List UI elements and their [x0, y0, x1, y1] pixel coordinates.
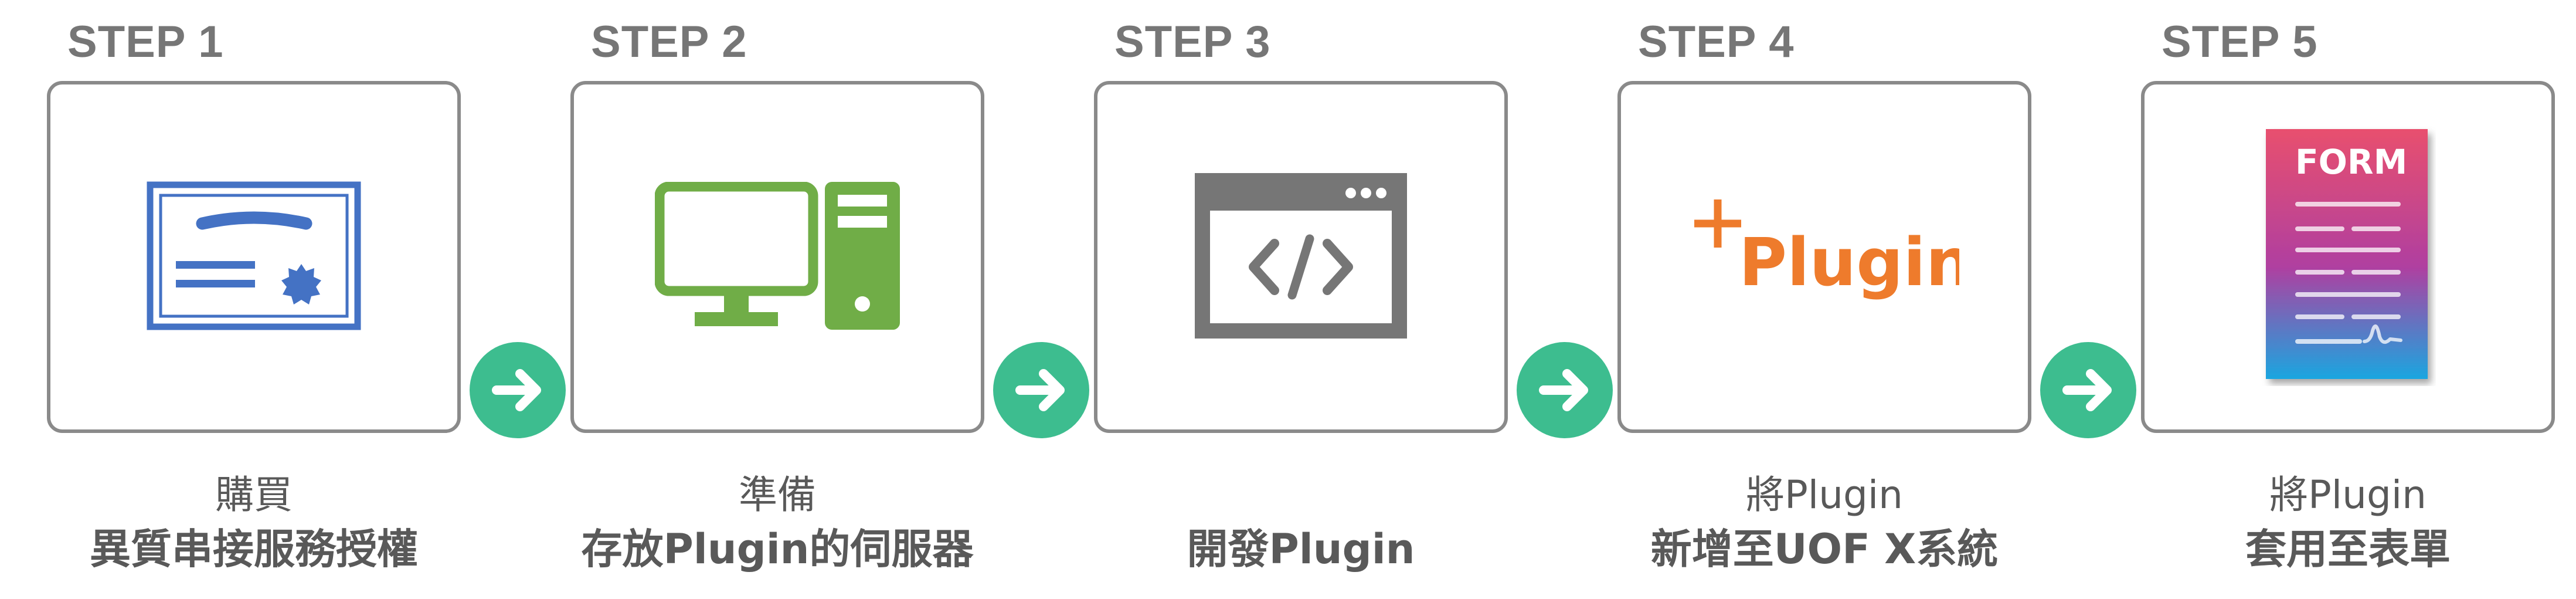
- arrow-right-icon: [470, 342, 566, 438]
- step-caption-action: 購買: [215, 472, 293, 517]
- step-4: STEP 4 Plugin 將Plugin 新增至UOF X系統: [1617, 0, 2040, 599]
- step-caption-detail: 新增至UOF X系統: [1650, 525, 1999, 573]
- step-caption-detail: 套用至表單: [2245, 525, 2451, 573]
- step-card: Plugin: [1617, 81, 2031, 433]
- step-title: STEP 3: [1114, 17, 1271, 67]
- step-title: STEP 2: [591, 17, 747, 67]
- step-caption-action: 將Plugin: [1745, 472, 1904, 517]
- step-5: STEP 5 FORM: [2141, 0, 2563, 599]
- step-3: STEP 3 開發Plugin: [1094, 0, 1516, 599]
- add-plugin-icon: Plugin: [1690, 197, 1973, 317]
- step-caption-action: 準備: [739, 472, 816, 517]
- step-2: STEP 2 準備 存放Plugin的伺服器: [570, 0, 993, 599]
- code-window-icon: [1195, 173, 1407, 341]
- arrow-right-icon: [1517, 342, 1613, 438]
- step-card: [1094, 81, 1508, 433]
- step-title: STEP 5: [2162, 17, 2318, 67]
- step-caption-detail: 開發Plugin: [1187, 525, 1415, 573]
- step-title: STEP 4: [1638, 17, 1795, 67]
- step-title: STEP 1: [67, 17, 224, 67]
- certificate-icon: [147, 181, 361, 333]
- desktop-computer-icon: [654, 181, 900, 332]
- step-caption-detail: 存放Plugin的伺服器: [581, 525, 974, 573]
- step-card: FORM: [2141, 81, 2555, 433]
- arrow-right-icon: [993, 342, 1089, 438]
- form-document-icon: FORM: [2260, 126, 2436, 388]
- plugin-label: Plugin: [1739, 225, 1959, 301]
- step-card: [47, 81, 461, 433]
- arrow-right-icon: [2040, 342, 2136, 438]
- form-label: FORM: [2295, 142, 2407, 182]
- step-1: STEP 1 購買 異質串接服務授權: [47, 0, 469, 599]
- step-caption-detail: 異質串接服務授權: [90, 525, 418, 573]
- step-caption-action: 將Plugin: [2269, 472, 2427, 517]
- step-card: [570, 81, 984, 433]
